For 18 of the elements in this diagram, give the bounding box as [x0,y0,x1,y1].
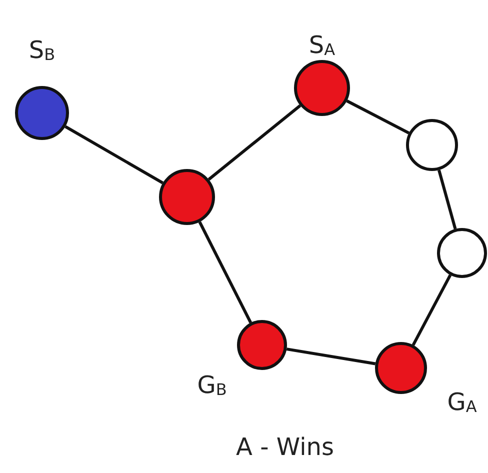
node-label: S$_{A}$ [308,31,336,59]
circle-node [15,86,69,140]
connector-line [64,125,164,184]
connector-line [286,348,376,366]
connector-line [438,170,457,230]
connector-line [198,221,252,324]
node-label: G$_{B}$ [197,371,227,399]
connector-line [346,100,410,134]
circle-node [237,320,287,370]
circle-node [375,342,427,394]
connector-line [208,104,302,181]
circle-node [159,169,215,225]
node-label: G$_{A}$ [447,388,477,416]
result-caption: A - Wins [236,433,334,461]
node-label: S$_{B}$ [28,36,56,64]
circle-node [406,119,458,171]
connector-line [412,274,452,346]
circle-node [437,228,487,278]
